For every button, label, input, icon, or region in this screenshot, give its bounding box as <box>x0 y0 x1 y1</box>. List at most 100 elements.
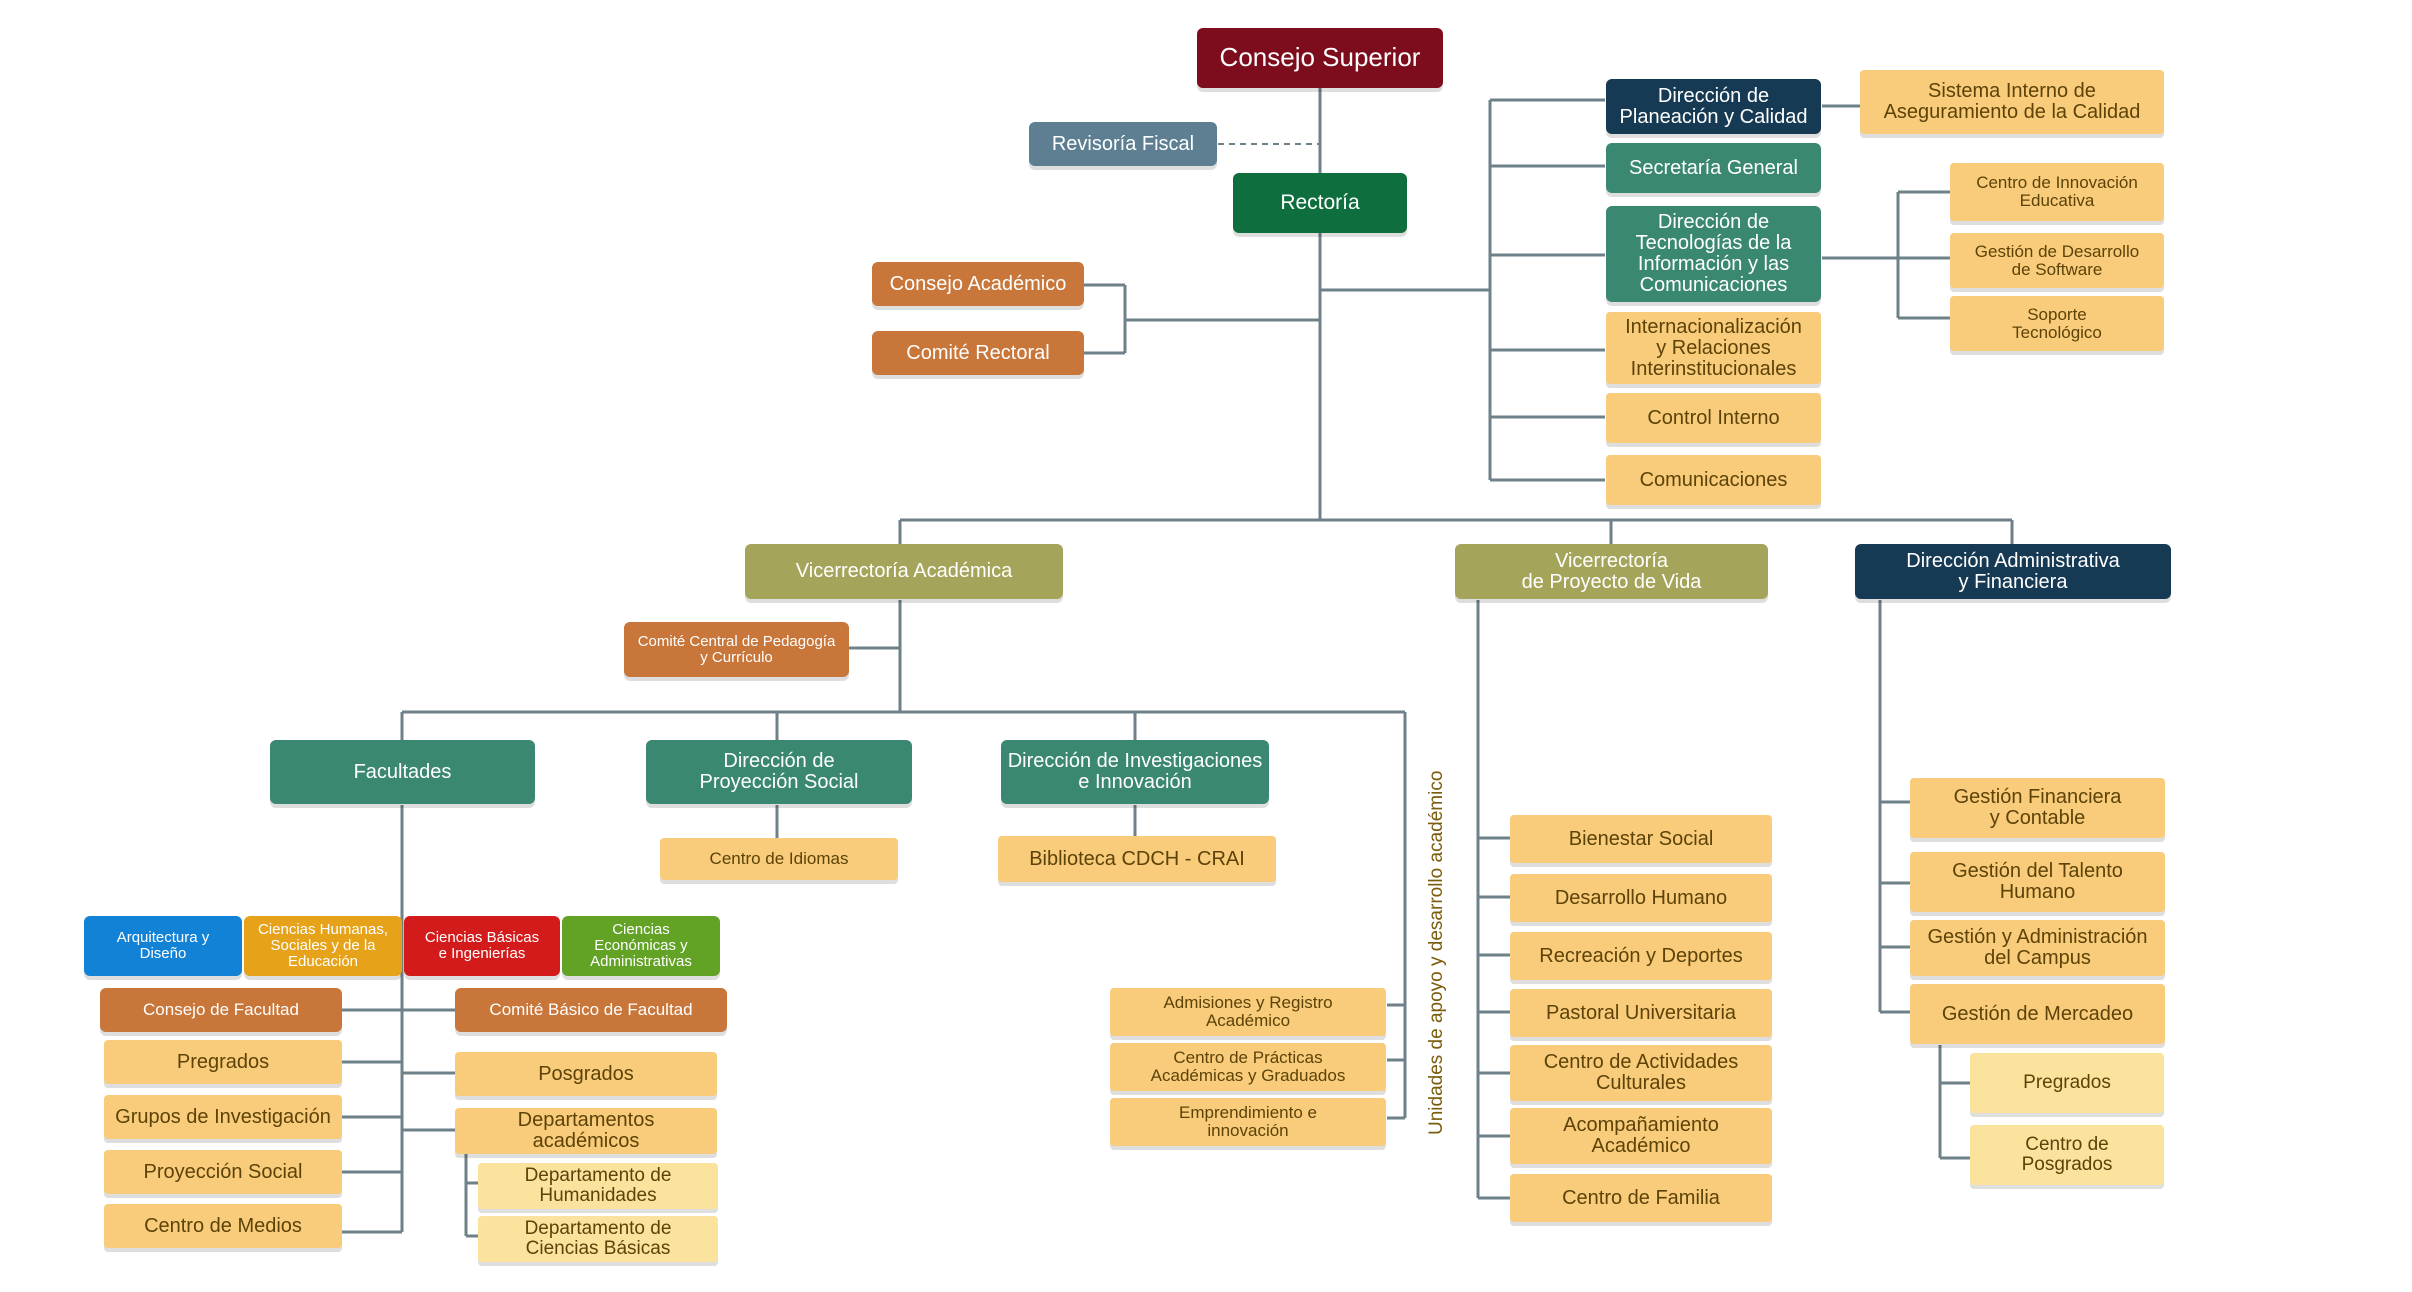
consejo-superior-label: Consejo Superior <box>1219 42 1421 73</box>
sistema-calidad-label: Sistema Interno de Aseguramiento de la C… <box>1883 80 2141 123</box>
comite-basico-label: Comité Básico de Facultad <box>489 1000 693 1020</box>
talento-humano-label: Gestión del Talento Humano <box>1952 860 2123 903</box>
control-interno-box[interactable]: Control Interno <box>1606 393 1821 443</box>
innovacion-educativa-box[interactable]: Centro de Innovación Educativa <box>1950 163 2164 221</box>
comunicaciones-label: Comunicaciones <box>1639 468 1788 491</box>
facultad-basicas-label: Ciencias Básicas e Ingenierías <box>424 929 540 962</box>
recreacion-deportes-box[interactable]: Recreación y Deportes <box>1510 932 1772 980</box>
dep-basicas-label: Departamento de Ciencias Básicas <box>524 1218 672 1259</box>
gestion-financiera-label: Gestión Financiera y Contable <box>1953 786 2122 829</box>
acompanamiento-box[interactable]: Acompañamiento Académico <box>1510 1108 1772 1164</box>
recreacion-deportes-label: Recreación y Deportes <box>1539 944 1743 967</box>
bienestar-social-box[interactable]: Bienestar Social <box>1510 815 1772 863</box>
desarrollo-humano-box[interactable]: Desarrollo Humano <box>1510 874 1772 922</box>
actividades-culturales-label: Centro de Actividades Culturales <box>1543 1051 1739 1094</box>
vicerrectoria-proyecto-vida-label: Vicerrectoría de Proyecto de Vida <box>1521 549 1702 593</box>
comite-rectoral-label: Comité Rectoral <box>906 341 1050 364</box>
vicerrectoria-academica-label: Vicerrectoría Académica <box>795 560 1013 582</box>
vicerrectoria-proyecto-vida-box[interactable]: Vicerrectoría de Proyecto de Vida <box>1455 544 1768 599</box>
soporte-tecnologico-label: Soporte Tecnológico <box>2012 304 2102 342</box>
actividades-culturales-box[interactable]: Centro de Actividades Culturales <box>1510 1045 1772 1101</box>
centro-medios-box[interactable]: Centro de Medios <box>104 1204 342 1248</box>
fac-posgrados-label: Posgrados <box>538 1062 634 1085</box>
desarrollo-software-box[interactable]: Gestión de Desarrollo de Software <box>1950 233 2164 288</box>
centro-practicas-box[interactable]: Centro de Prácticas Académicas y Graduad… <box>1110 1043 1386 1091</box>
centro-idiomas-label: Centro de Idiomas <box>709 849 849 869</box>
investigaciones-label: Dirección de Investigaciones e Innovació… <box>1007 750 1263 793</box>
dep-humanidades-box[interactable]: Departamento de Humanidades <box>478 1163 718 1209</box>
centro-familia-box[interactable]: Centro de Familia <box>1510 1174 1772 1222</box>
unidades-apoyo-label: Unidades de apoyo y desarrollo académico <box>1426 770 1447 1135</box>
gestion-financiera-box[interactable]: Gestión Financiera y Contable <box>1910 778 2165 838</box>
fac-posgrados-box[interactable]: Posgrados <box>455 1052 717 1096</box>
biblioteca-box[interactable]: Biblioteca CDCH - CRAI <box>998 836 1276 882</box>
grupos-investigacion-box[interactable]: Grupos de Investigación <box>104 1095 342 1139</box>
proyeccion-social-box[interactable]: Dirección de Proyección Social <box>646 740 912 804</box>
facultad-arquitectura-box[interactable]: Arquitectura y Diseño <box>84 916 242 976</box>
vicerrectoria-academica-box[interactable]: Vicerrectoría Académica <box>745 544 1063 599</box>
innovacion-educativa-label: Centro de Innovación Educativa <box>1976 173 2138 210</box>
consejo-facultad-label: Consejo de Facultad <box>143 1000 299 1020</box>
centro-practicas-label: Centro de Prácticas Académicas y Graduad… <box>1150 1048 1346 1085</box>
internacionalizacion-label: Internacionalización y Relaciones Interi… <box>1625 315 1802 380</box>
planeacion-calidad-label: Dirección de Planeación y Calidad <box>1619 84 1808 128</box>
consejo-academico-box[interactable]: Consejo Académico <box>872 262 1084 306</box>
emprendimiento-label: Emprendimiento e innovación <box>1179 1103 1317 1140</box>
investigaciones-box[interactable]: Dirección de Investigaciones e Innovació… <box>1001 740 1269 804</box>
tecnologias-box[interactable]: Dirección de Tecnologías de la Informaci… <box>1606 206 1821 302</box>
talento-humano-box[interactable]: Gestión del Talento Humano <box>1910 852 2165 912</box>
dep-humanidades-label: Departamento de Humanidades <box>524 1165 672 1206</box>
facultades-box[interactable]: Facultades <box>270 740 535 804</box>
biblioteca-label: Biblioteca CDCH - CRAI <box>1029 847 1245 870</box>
emprendimiento-box[interactable]: Emprendimiento e innovación <box>1110 1098 1386 1146</box>
pastoral-box[interactable]: Pastoral Universitaria <box>1510 989 1772 1037</box>
adm-pregrados-box[interactable]: Pregrados <box>1970 1053 2164 1113</box>
soporte-tecnologico-box[interactable]: Soporte Tecnológico <box>1950 296 2164 351</box>
administracion-campus-box[interactable]: Gestión y Administración del Campus <box>1910 920 2165 976</box>
admisiones-box[interactable]: Admisiones y Registro Académico <box>1110 988 1386 1036</box>
centro-posgrados-label: Centro de Posgrados <box>2021 1134 2113 1175</box>
bienestar-social-label: Bienestar Social <box>1568 827 1714 850</box>
pastoral-label: Pastoral Universitaria <box>1545 1001 1737 1024</box>
desarrollo-humano-label: Desarrollo Humano <box>1554 886 1728 909</box>
consejo-facultad-box[interactable]: Consejo de Facultad <box>100 988 342 1032</box>
fac-pregrados-box[interactable]: Pregrados <box>104 1040 342 1084</box>
revisoria-fiscal-box[interactable]: Revisoría Fiscal <box>1029 122 1217 166</box>
tecnologias-label: Dirección de Tecnologías de la Informaci… <box>1635 211 1792 296</box>
facultades-label: Facultades <box>353 760 452 783</box>
centro-idiomas-box[interactable]: Centro de Idiomas <box>660 838 898 880</box>
internacionalizacion-box[interactable]: Internacionalización y Relaciones Interi… <box>1606 312 1821 384</box>
secretaria-general-box[interactable]: Secretaría General <box>1606 143 1821 193</box>
revisoria-fiscal-label: Revisoría Fiscal <box>1051 132 1195 155</box>
fac-proyeccion-social-label: Proyección Social <box>143 1160 303 1183</box>
planeacion-calidad-box[interactable]: Dirección de Planeación y Calidad <box>1606 79 1821 134</box>
facultad-economicas-label: Ciencias Económicas y Administrativas <box>590 921 692 970</box>
facultad-economicas-box[interactable]: Ciencias Económicas y Administrativas <box>562 916 720 976</box>
centro-posgrados-box[interactable]: Centro de Posgrados <box>1970 1125 2164 1185</box>
proyeccion-social-label: Dirección de Proyección Social <box>699 750 859 793</box>
departamentos-box[interactable]: Departamentos académicos <box>455 1108 717 1154</box>
centro-medios-label: Centro de Medios <box>144 1214 302 1237</box>
comite-rectoral-box[interactable]: Comité Rectoral <box>872 331 1084 375</box>
direccion-administrativa-box[interactable]: Dirección Administrativa y Financiera <box>1855 544 2171 599</box>
sistema-calidad-box[interactable]: Sistema Interno de Aseguramiento de la C… <box>1860 70 2164 134</box>
gestion-mercadeo-label: Gestión de Mercadeo <box>1941 1002 2134 1025</box>
comunicaciones-box[interactable]: Comunicaciones <box>1606 455 1821 505</box>
secretaria-general-label: Secretaría General <box>1629 156 1798 179</box>
control-interno-label: Control Interno <box>1647 406 1780 429</box>
fac-proyeccion-social-box[interactable]: Proyección Social <box>104 1150 342 1194</box>
acompanamiento-label: Acompañamiento Académico <box>1563 1114 1719 1157</box>
rectoria-label: Rectoría <box>1280 190 1360 214</box>
comite-pedagogia-box[interactable]: Comité Central de Pedagogía y Currículo <box>624 622 849 677</box>
gestion-mercadeo-box[interactable]: Gestión de Mercadeo <box>1910 984 2165 1044</box>
comite-basico-box[interactable]: Comité Básico de Facultad <box>455 988 727 1032</box>
dep-basicas-box[interactable]: Departamento de Ciencias Básicas <box>478 1216 718 1262</box>
direccion-administrativa-label: Dirección Administrativa y Financiera <box>1906 549 2120 593</box>
desarrollo-software-label: Gestión de Desarrollo de Software <box>1974 241 2140 279</box>
facultad-basicas-box[interactable]: Ciencias Básicas e Ingenierías <box>404 916 560 976</box>
rectoria-box[interactable]: Rectoría <box>1233 173 1407 233</box>
facultad-humanas-box[interactable]: Ciencias Humanas, Sociales y de la Educa… <box>244 916 402 976</box>
consejo-superior-box[interactable]: Consejo Superior <box>1197 28 1443 88</box>
